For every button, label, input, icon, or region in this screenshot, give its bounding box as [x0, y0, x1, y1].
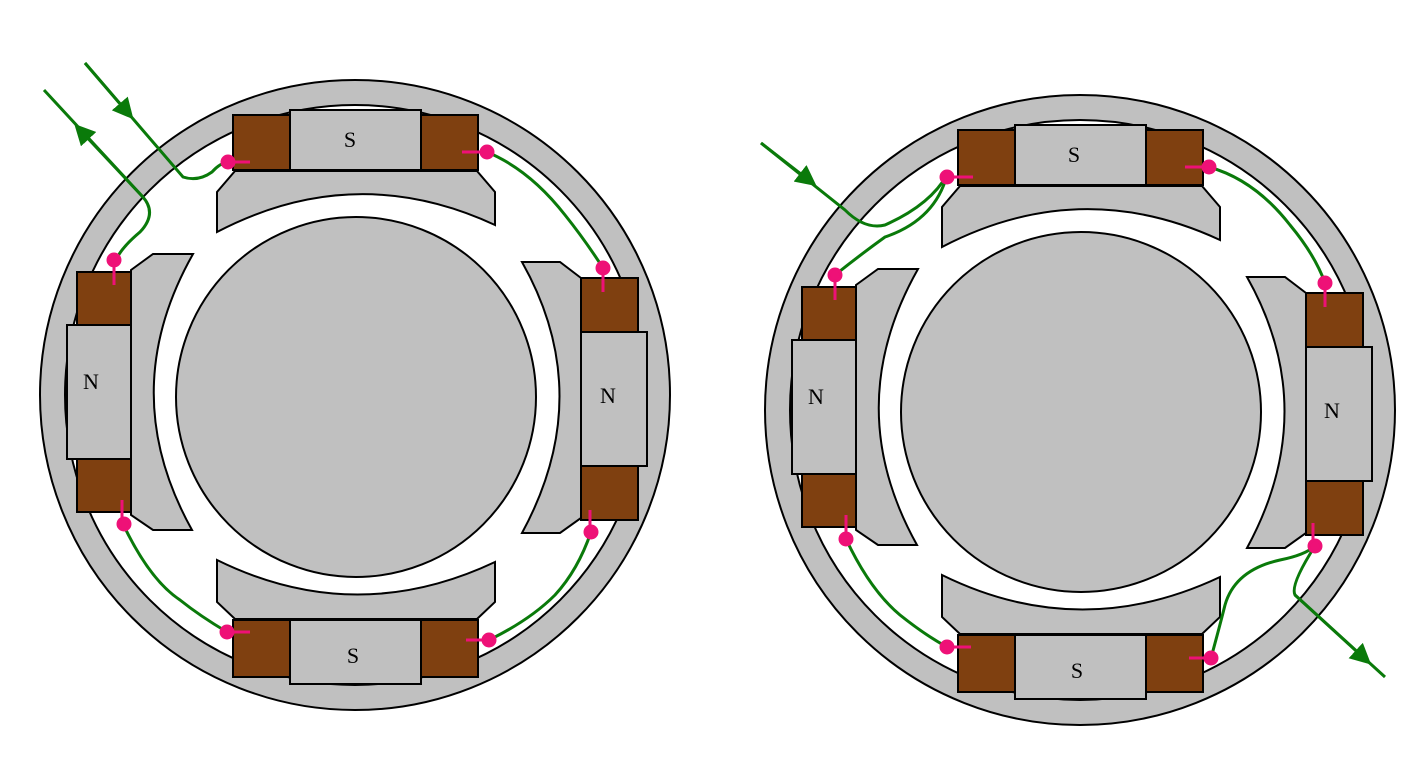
motor-left: S N N S [39, 62, 671, 711]
pole-core [289, 109, 422, 171]
coil-block [420, 619, 479, 678]
pole-shoe [130, 253, 195, 531]
coil-block [801, 473, 857, 528]
pole-label: S [1071, 658, 1083, 683]
terminal [1307, 523, 1323, 554]
coil-block [1145, 634, 1204, 693]
coil-block [1145, 129, 1204, 186]
terminal [116, 500, 132, 532]
terminal [220, 154, 250, 170]
pole-label: N [808, 384, 824, 409]
pole-label: N [600, 383, 616, 408]
wire-link [486, 150, 605, 269]
terminal [838, 515, 854, 547]
pole-shoe [941, 185, 1221, 249]
wire-link [844, 538, 948, 649]
pole-label: N [1324, 398, 1340, 423]
wire-input [760, 141, 949, 228]
terminal [939, 169, 973, 185]
pole-label: S [347, 643, 359, 668]
terminal [1185, 159, 1217, 175]
pole-shoe [941, 573, 1221, 635]
wire-link [834, 174, 949, 277]
pole-top: S [941, 124, 1221, 249]
pole-bottom: S [941, 573, 1221, 700]
pole-shoe [216, 170, 496, 234]
pole-core [1014, 124, 1147, 186]
terminal [219, 624, 250, 640]
wire-arrow [760, 141, 817, 187]
terminal [595, 260, 611, 292]
pole-left: N [791, 268, 920, 546]
pole-left: N [66, 253, 195, 531]
rotor [900, 231, 1262, 593]
wire-link [1208, 165, 1327, 284]
terminal [1189, 650, 1219, 666]
pole-label: N [83, 369, 99, 394]
terminal [466, 632, 497, 648]
wire-arrow [1293, 593, 1372, 665]
pole-core [1305, 346, 1373, 482]
pole-shoe [520, 261, 582, 534]
terminal [1317, 275, 1333, 307]
coil-block [580, 277, 639, 333]
pole-label: S [344, 127, 356, 152]
terminals [106, 144, 611, 648]
wire-arrow [83, 62, 134, 120]
pole-right: N [1245, 276, 1373, 549]
pole-shoe [1245, 276, 1307, 549]
coil-block [76, 271, 132, 326]
pole-bottom: S [216, 558, 496, 685]
coil-block [420, 114, 479, 171]
pole-shoe [855, 268, 920, 546]
terminal [583, 510, 599, 540]
wire-link [122, 525, 228, 634]
wiring [760, 141, 1387, 679]
pole-label: S [1068, 142, 1080, 167]
terminal [106, 252, 122, 285]
coil-block [1305, 480, 1364, 536]
wire-output [42, 88, 151, 261]
motor-right: S N N S [760, 94, 1396, 726]
coil-block [232, 619, 291, 678]
coil-block [1305, 292, 1364, 348]
coil-block [957, 634, 1016, 693]
terminal [462, 144, 495, 160]
pole-right: N [520, 261, 648, 534]
pole-core [289, 619, 422, 685]
terminals [827, 159, 1333, 666]
wire-link [1209, 544, 1317, 659]
pole-shoe [216, 558, 496, 620]
rotor [175, 216, 537, 578]
pole-top: S [216, 109, 496, 234]
wire-link [488, 531, 593, 642]
pole-core [66, 324, 132, 460]
pole-core [791, 339, 857, 475]
wire-arrow [74, 123, 144, 198]
terminal [939, 639, 971, 655]
coil-block [801, 286, 857, 341]
wire-output [1292, 545, 1387, 679]
terminal [827, 267, 843, 300]
